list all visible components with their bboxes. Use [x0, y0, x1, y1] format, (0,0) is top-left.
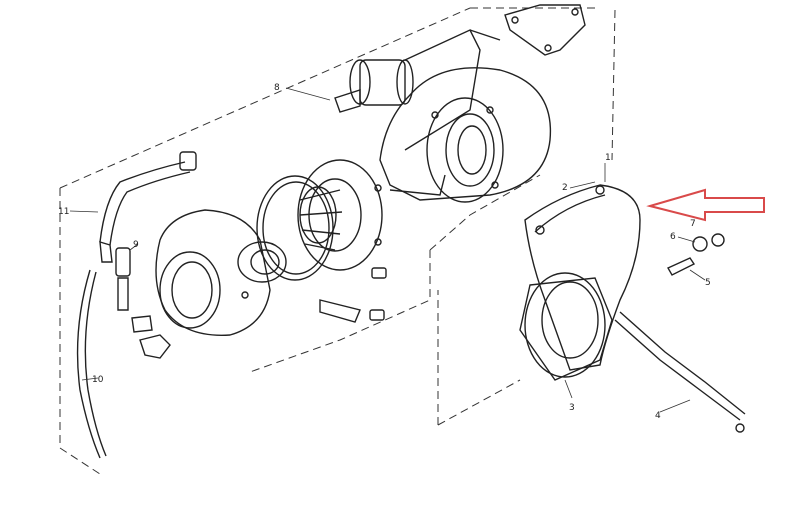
highlight-arrow [646, 188, 765, 222]
exhaust-flange [519, 272, 613, 381]
leader-lines [69, 87, 706, 413]
callout-2: 2 [562, 183, 568, 193]
oil-drain-tube [76, 269, 107, 459]
wastegate-rod [614, 311, 746, 433]
callout-7: 7 [690, 219, 696, 229]
dashed-boundary-left [59, 7, 616, 475]
callout-6: 6 [670, 232, 676, 242]
exhaust-elbow [524, 184, 641, 371]
callout-10: 10 [92, 375, 104, 385]
callout-3: 3 [569, 403, 575, 413]
fitting-connector [115, 247, 171, 359]
callout-5: 5 [705, 278, 711, 288]
dashed-boundary-right [437, 290, 521, 426]
callout-4: 4 [655, 411, 661, 421]
small-bolts [319, 267, 387, 323]
oil-hose [99, 151, 197, 263]
callout-11: 11 [58, 207, 69, 217]
callout-8: 8 [274, 83, 280, 93]
compressor-wheel-cartridge [297, 159, 383, 271]
stud-washer-nut [667, 233, 725, 276]
callout-1: 1 [605, 153, 611, 163]
callout-9: 9 [133, 240, 139, 250]
compressor-housing [155, 209, 287, 336]
actuator-assembly [334, 29, 501, 151]
bracket-plate [504, 4, 586, 56]
seal-ring [256, 175, 334, 281]
turbine-housing [379, 67, 552, 203]
